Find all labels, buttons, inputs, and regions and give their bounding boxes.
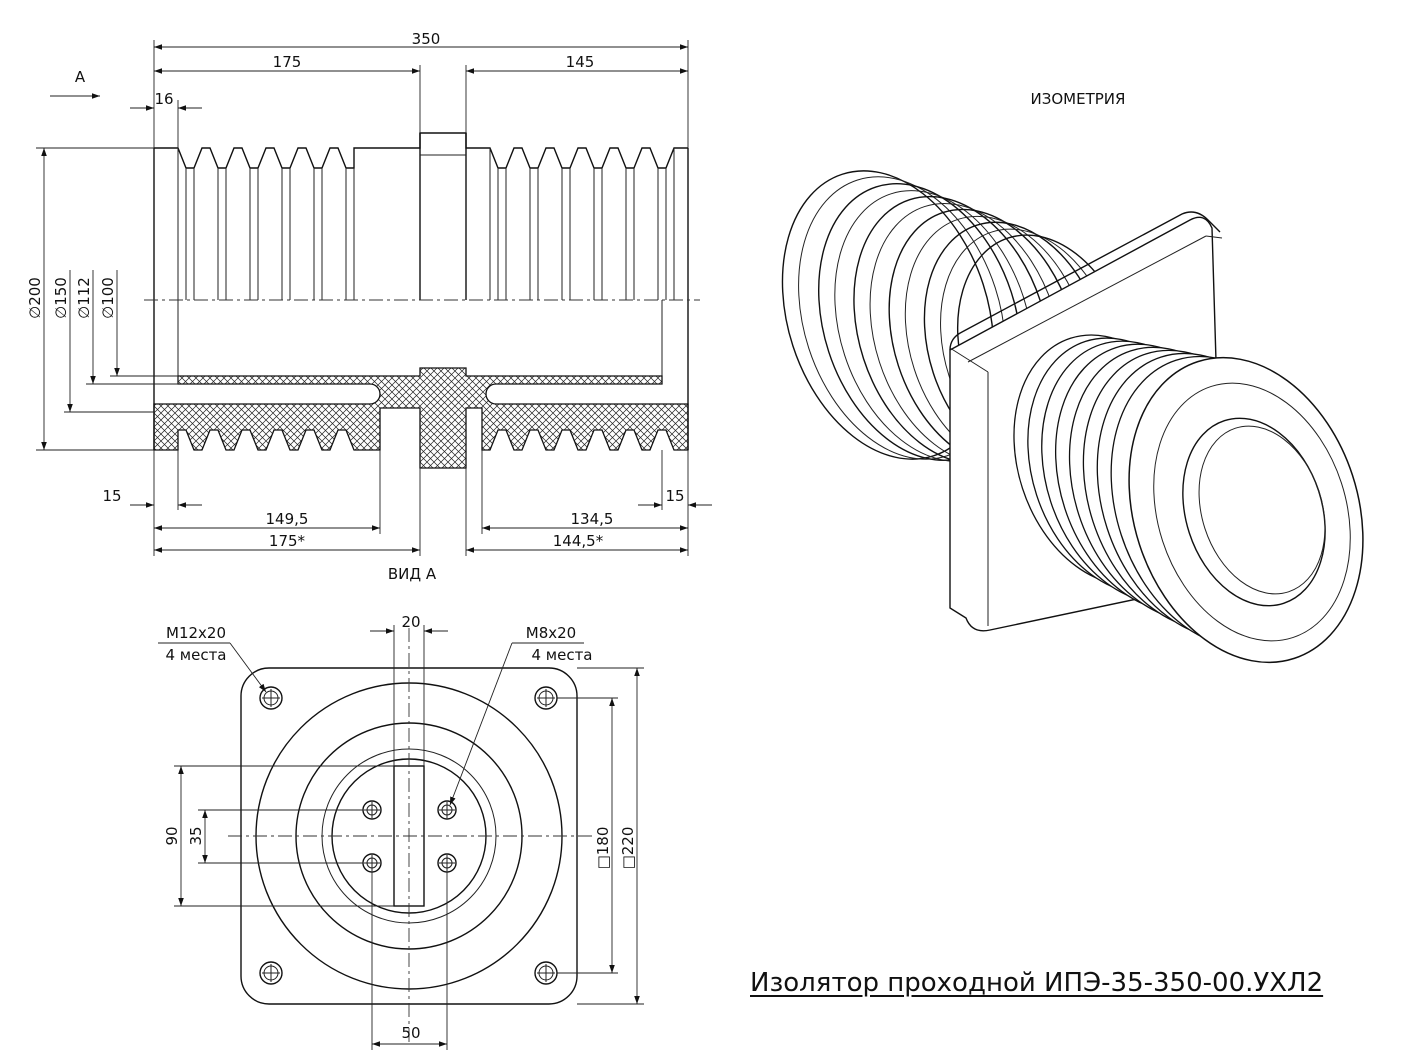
m12-count-label: 4 места — [165, 646, 226, 664]
dim-sq220: □220 — [619, 827, 637, 870]
isometry-label: ИЗОМЕТРИЯ — [1031, 90, 1126, 108]
square-dimensions: □180 □220 — [557, 667, 644, 1005]
dim-left-part: 175 — [273, 53, 302, 71]
m8-callout: М8х20 4 места — [449, 624, 593, 806]
bottom-dimensions: 15 15 149,5 134,5 175* 144,5* — [102, 450, 712, 556]
dim-d112: ∅112 — [75, 277, 93, 319]
dim-d100: ∅100 — [99, 277, 117, 319]
iso-front-ribs — [1013, 334, 1364, 664]
side-section-view: А 350 175 145 16 ∅200 ∅1 — [26, 30, 712, 583]
dim-inner-spacing-bottom: 50 — [401, 1024, 420, 1042]
rib-lines — [177, 148, 675, 300]
dim-left-end: 15 — [102, 487, 121, 505]
dim-right-part: 145 — [566, 53, 595, 71]
dim-right-end: 15 — [665, 487, 684, 505]
bottom-spacing-dimension: 50 — [371, 872, 448, 1050]
dim-d150: ∅150 — [52, 277, 70, 319]
dim-left-ref: 175* — [269, 532, 306, 550]
isometric-view: ИЗОМЕТРИЯ — [781, 90, 1364, 664]
m12-thread-label: М12х20 — [166, 624, 226, 642]
m8-count-label: 4 места — [531, 646, 592, 664]
diameter-dimensions: ∅200 ∅150 ∅112 ∅100 — [26, 147, 178, 451]
dim-flange-offset: 16 — [154, 90, 173, 108]
dim-right-bore: 134,5 — [571, 510, 614, 528]
front-view-a: М12х20 4 места М8х20 4 места 20 90 35 — [158, 613, 644, 1050]
dim-inner-holes-v: 90 — [163, 826, 181, 845]
top-dimensions: 350 175 145 16 — [130, 30, 689, 148]
dim-total-length: 350 — [412, 30, 441, 48]
inner-holes — [362, 800, 457, 873]
m8-thread-label: М8х20 — [526, 624, 576, 642]
m12-callout: М12х20 4 места — [158, 624, 267, 693]
arrow-label: А — [75, 68, 86, 86]
view-a-label: ВИД А — [388, 565, 437, 583]
dim-left-bore: 149,5 — [266, 510, 309, 528]
dim-d200: ∅200 — [26, 277, 44, 319]
product-title: Изолятор проходной ИПЭ-35-350-00.УХЛ2 — [750, 968, 1324, 998]
inner-vertical-dimensions: 90 35 — [163, 765, 394, 907]
dim-right-ref: 144,5* — [553, 532, 604, 550]
view-arrow-a: А — [50, 68, 100, 99]
dim-inner-holes-h: 35 — [187, 826, 205, 845]
dim-slot-width: 20 — [401, 613, 420, 631]
slot-width-dimension: 20 — [370, 613, 448, 766]
dim-sq180: □180 — [594, 827, 612, 870]
outer-holes — [259, 686, 558, 985]
